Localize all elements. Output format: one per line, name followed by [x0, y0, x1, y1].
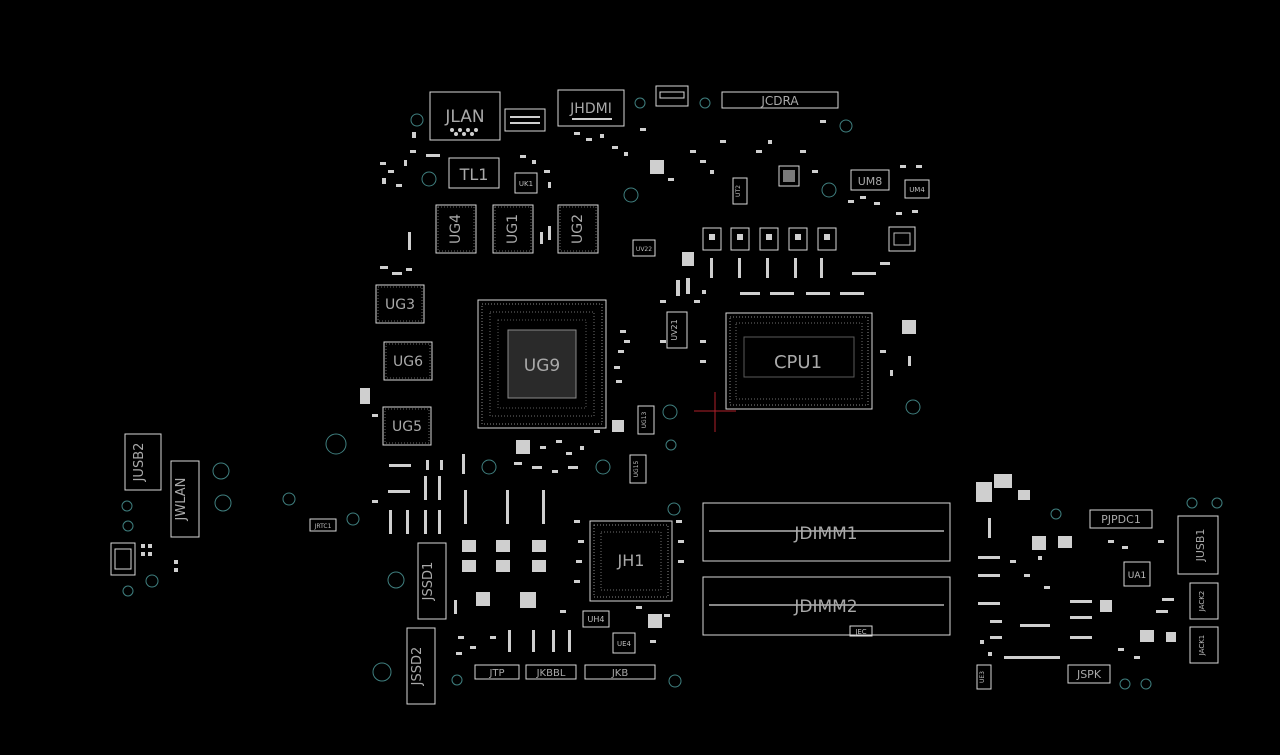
component-ug3[interactable]: UG3: [375, 284, 425, 324]
label-jlan: JLAN: [444, 107, 484, 127]
component-ug15[interactable]: UG15: [629, 454, 647, 484]
label-jhdmi: JHDMI: [569, 101, 612, 117]
label-jtp: JTP: [488, 668, 504, 679]
component-jack1[interactable]: JACK1: [1189, 626, 1219, 664]
component-jrtc1[interactable]: JRTC1: [309, 518, 337, 532]
component-jkb[interactable]: JKB: [584, 664, 656, 680]
label-jh1: JH1: [617, 551, 645, 570]
label-uv22: UV22: [636, 246, 652, 253]
component-jwlan[interactable]: JWLAN: [170, 460, 200, 538]
label-jec: JEC: [854, 628, 866, 636]
component-jspk[interactable]: JSPK: [1067, 664, 1111, 684]
component-ug1[interactable]: UG1: [492, 204, 534, 254]
component-ug13[interactable]: UG13: [637, 405, 655, 435]
component-jusbc-left[interactable]: [110, 542, 136, 576]
label-cpu1: CPU1: [774, 352, 822, 373]
component-um-pwr[interactable]: [888, 226, 916, 252]
label-ug15: UG15: [633, 460, 640, 477]
component-uh4[interactable]: UH4: [582, 610, 610, 628]
label-jdimm2: JDIMM2: [793, 597, 857, 617]
label-um4: UM4: [909, 186, 925, 194]
component-jdp[interactable]: [504, 108, 546, 132]
label-jrtc1: JRTC1: [314, 523, 332, 530]
passive-components: [141, 120, 1176, 659]
label-ug4: UG4: [448, 214, 464, 244]
component-ug6[interactable]: UG6: [383, 341, 433, 381]
component-jh1[interactable]: JH1: [589, 520, 673, 602]
component-tl1[interactable]: TL1: [448, 157, 500, 189]
label-jusb2: JUSB2: [132, 443, 147, 483]
component-jdimm2[interactable]: JDIMM2: [702, 576, 951, 636]
component-cpu1[interactable]: CPU1: [725, 312, 873, 410]
component-jec[interactable]: JEC: [849, 625, 873, 637]
label-jwlan: JWLAN: [174, 478, 189, 522]
component-pch-small[interactable]: [778, 165, 800, 187]
label-jssd2: JSSD2: [410, 647, 425, 687]
component-jtp[interactable]: JTP: [474, 664, 520, 680]
label-um8: UM8: [858, 175, 883, 188]
component-um4[interactable]: UM4: [904, 179, 930, 199]
component-uv21[interactable]: UV21: [666, 311, 688, 349]
component-uv22[interactable]: UV22: [632, 239, 656, 257]
label-ua1: UA1: [1128, 571, 1146, 581]
label-jack1: JACK1: [1198, 635, 1206, 657]
label-jkbbl: JKBBL: [536, 668, 566, 679]
label-ug2: UG2: [570, 214, 586, 244]
label-pjpdc1: PJPDC1: [1101, 513, 1141, 526]
component-jcdra[interactable]: JCDRA: [721, 91, 839, 109]
component-ug2[interactable]: UG2: [557, 204, 599, 254]
component-jusb1[interactable]: JUSB1: [1177, 515, 1219, 575]
label-ug6: UG6: [393, 354, 423, 370]
label-uh4: UH4: [588, 615, 605, 624]
label-ug3: UG3: [385, 297, 415, 313]
component-um8[interactable]: UM8: [850, 169, 890, 191]
label-tl1: TL1: [459, 165, 489, 184]
component-ut2[interactable]: UT2: [732, 177, 748, 205]
component-ug9[interactable]: UG9: [477, 299, 607, 429]
component-uk1[interactable]: UK1: [514, 172, 538, 194]
label-jssd1: JSSD1: [421, 562, 436, 602]
component-pjpdc1[interactable]: PJPDC1: [1089, 509, 1153, 529]
component-jdimm1[interactable]: JDIMM1: [702, 502, 951, 562]
label-ue3: UE3: [979, 671, 986, 683]
crosshair-cursor-icon: [694, 392, 736, 432]
component-jack2[interactable]: JACK2: [1189, 582, 1219, 620]
component-jhdmi[interactable]: JHDMI: [557, 89, 625, 127]
component-jusbc-top[interactable]: [655, 85, 689, 107]
label-jspk: JSPK: [1076, 668, 1102, 681]
label-ug1: UG1: [505, 214, 521, 244]
component-jusb2[interactable]: JUSB2: [124, 433, 162, 491]
label-jkb: JKB: [611, 668, 629, 679]
label-uk1: UK1: [519, 180, 533, 188]
component-ue4[interactable]: UE4: [612, 632, 636, 654]
component-ug5[interactable]: UG5: [382, 406, 432, 446]
vrm-inductor-group: [702, 227, 837, 278]
label-jcdra: JCDRA: [760, 94, 799, 108]
component-jssd1[interactable]: JSSD1: [417, 542, 447, 620]
component-ua1[interactable]: UA1: [1123, 561, 1151, 587]
label-ug13: UG13: [641, 411, 648, 428]
component-jssd2[interactable]: JSSD2: [406, 627, 436, 705]
label-uv21: UV21: [670, 319, 679, 341]
label-jdimm1: JDIMM1: [793, 524, 857, 544]
label-ug5: UG5: [392, 419, 422, 435]
component-jkbbl[interactable]: JKBBL: [525, 664, 577, 680]
mounting-holes: [121, 97, 1223, 690]
label-jack2: JACK2: [1198, 591, 1206, 613]
label-ut2: UT2: [735, 185, 742, 197]
component-ue3[interactable]: UE3: [976, 664, 992, 690]
component-jlan[interactable]: JLAN: [429, 91, 501, 141]
label-ue4: UE4: [617, 640, 632, 648]
component-ug4[interactable]: UG4: [435, 204, 477, 254]
label-jusb1: JUSB1: [1194, 529, 1207, 563]
label-ug9: UG9: [524, 356, 560, 376]
